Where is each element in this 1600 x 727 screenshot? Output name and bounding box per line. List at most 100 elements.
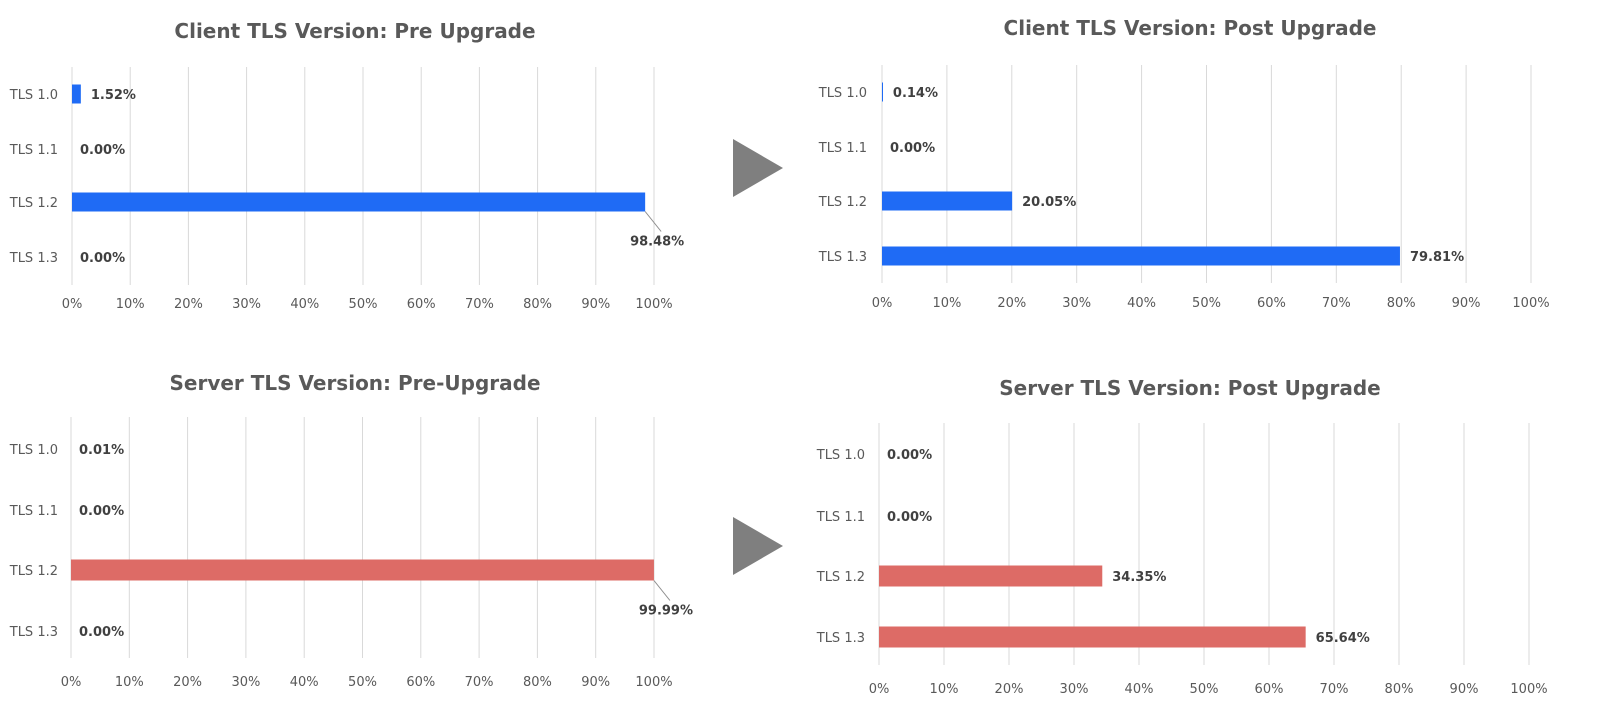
x-tick-label: 0% [872,296,893,311]
x-tick-label: 30% [1062,296,1091,311]
y-category-label: TLS 1.3 [818,250,867,265]
y-category-label: TLS 1.2 [9,196,58,211]
bar [882,246,1400,266]
x-tick-label: 70% [465,297,494,312]
y-category-label: TLS 1.1 [9,143,58,158]
x-tick-label: 80% [1385,682,1414,697]
y-category-label: TLS 1.2 [816,570,865,585]
x-tick-label: 10% [115,675,144,690]
data-label: 0.00% [79,504,124,519]
x-tick-label: 0% [62,297,83,312]
x-tick-label: 40% [1127,296,1156,311]
x-tick-label: 90% [1452,296,1481,311]
bar [72,84,81,104]
x-tick-label: 50% [1190,682,1219,697]
leader-line [644,211,662,232]
x-tick-label: 90% [581,297,610,312]
leader-line [653,580,671,601]
chart-title: Client TLS Version: Post Upgrade [1003,16,1377,40]
x-tick-label: 60% [1255,682,1284,697]
x-tick-label: 100% [635,675,672,690]
data-label: 65.64% [1316,631,1370,646]
data-label: 0.01% [79,443,124,458]
chart-client-post: Client TLS Version: Post Upgrade 0% 10% 20… [800,0,1580,330]
data-label: 34.35% [1112,570,1166,585]
x-tick-label: 80% [523,297,552,312]
data-label: 0.00% [79,625,124,640]
x-tick-label: 60% [407,297,436,312]
data-label: 0.00% [80,143,125,158]
x-tick-label: 100% [1512,296,1549,311]
x-tick-label: 0% [869,682,890,697]
y-category-label: TLS 1.3 [816,631,865,646]
x-tick-label: 40% [290,675,319,690]
x-tick-label: 40% [1125,682,1154,697]
right-arrow-icon [733,517,783,575]
y-category-label: TLS 1.0 [816,448,865,463]
data-label: 0.00% [890,141,935,156]
x-tick-label: 20% [997,296,1026,311]
data-label: 0.00% [80,251,125,266]
bar [882,191,1013,211]
y-category-label: TLS 1.1 [818,141,867,156]
x-tick-label: 50% [349,297,378,312]
x-tick-label: 90% [1450,682,1479,697]
data-label: 0.00% [887,510,932,525]
x-tick-label: 30% [232,297,261,312]
bar [879,565,1103,587]
y-category-label: TLS 1.2 [9,564,58,579]
right-arrow-icon [733,139,783,197]
data-label: 20.05% [1022,195,1076,210]
y-category-label: TLS 1.0 [9,88,58,103]
x-tick-label: 70% [1320,682,1349,697]
x-tick-label: 30% [1060,682,1089,697]
y-category-label: TLS 1.3 [9,625,58,640]
chart-client-pre: Client TLS Version: Pre Upgrade 0% 10% 20%… [0,0,710,330]
chart-server-post: Server TLS Version: Post Upgrade 0% 10% 20… [800,360,1580,722]
x-tick-label: 60% [406,675,435,690]
data-label: 98.48% [630,235,684,250]
data-label: 0.14% [893,86,938,101]
x-tick-label: 50% [348,675,377,690]
chart-server-pre: Server TLS Version: Pre-Upgrade 0% 10% 20%… [0,360,710,722]
x-tick-label: 20% [173,675,202,690]
chart-plot: 0% 10% 20% 30% 40% 50% 60% 70% 80% 90% 100% TLS 1.0… [9,417,693,690]
bar [71,559,654,581]
bar [882,82,883,102]
chart-plot: 0% 10% 20% 30% 40% 50% 60% 70% 80% 90% 100% TLS 1.0… [818,65,1550,311]
y-category-label: TLS 1.1 [816,510,865,525]
y-category-label: TLS 1.3 [9,251,58,266]
chart-plot: 0% 10% 20% 30% 40% 50% 60% 70% 80% 90% 100% TLS 1.0… [816,423,1548,697]
data-label: 1.52% [91,88,136,103]
chart-plot: 0% 10% 20% 30% 40% 50% 60% 70% 80% 90% 100% TLS 1.0… [9,67,684,312]
x-tick-label: 100% [635,297,672,312]
chart-title: Server TLS Version: Post Upgrade [999,376,1381,400]
x-tick-label: 100% [1510,682,1547,697]
x-tick-label: 90% [581,675,610,690]
y-category-label: TLS 1.0 [818,86,867,101]
x-tick-label: 50% [1192,296,1221,311]
x-tick-label: 60% [1257,296,1286,311]
x-tick-label: 20% [174,297,203,312]
y-category-label: TLS 1.0 [9,443,58,458]
data-label: 0.00% [887,448,932,463]
x-tick-label: 10% [930,682,959,697]
bar [72,192,646,212]
x-tick-label: 40% [290,297,319,312]
x-tick-label: 30% [231,675,260,690]
x-tick-label: 0% [61,675,82,690]
data-label: 99.99% [639,604,693,619]
x-tick-label: 70% [465,675,494,690]
y-category-label: TLS 1.2 [818,195,867,210]
bar [879,626,1306,648]
y-category-label: TLS 1.1 [9,504,58,519]
x-tick-label: 80% [523,675,552,690]
x-tick-label: 20% [995,682,1024,697]
chart-title: Server TLS Version: Pre-Upgrade [169,371,541,395]
data-label: 79.81% [1410,250,1464,265]
x-tick-label: 80% [1387,296,1416,311]
chart-title: Client TLS Version: Pre Upgrade [174,19,536,43]
x-tick-label: 10% [932,296,961,311]
x-tick-label: 10% [116,297,145,312]
x-tick-label: 70% [1322,296,1351,311]
